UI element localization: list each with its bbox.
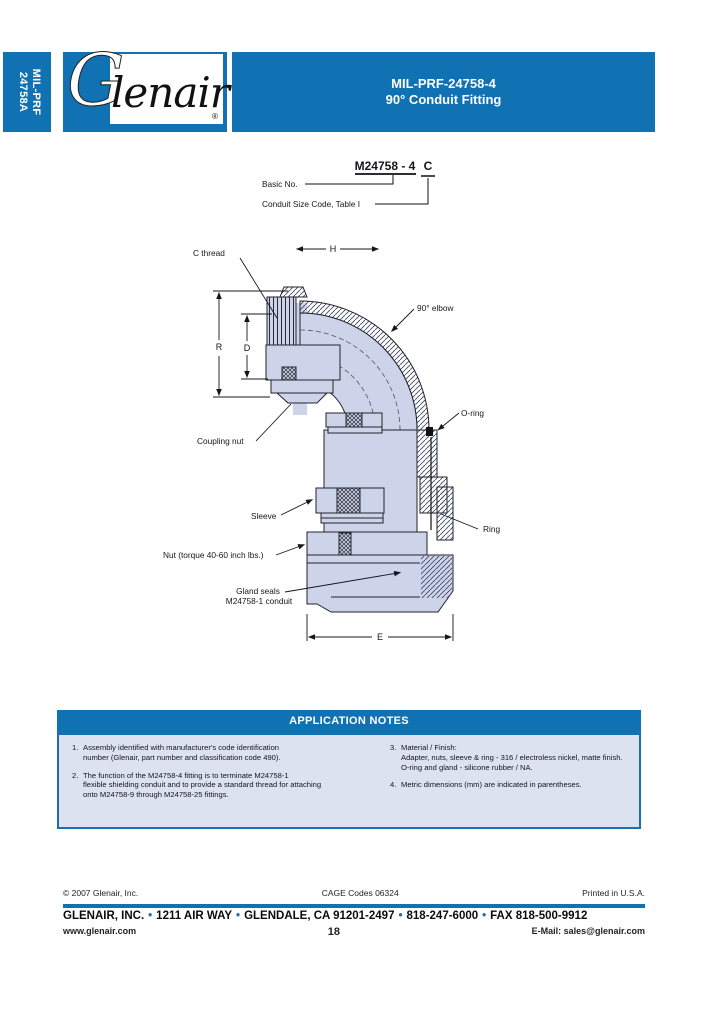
fax: FAX 818-500-9912 <box>490 910 588 922</box>
o-ring-part <box>426 427 433 436</box>
notes-right-column: 3. Material / Finish: Adapter, nuts, sle… <box>390 743 623 790</box>
footer-links-row: www.glenair.com 18 E-Mail: sales@glenair… <box>63 926 645 938</box>
leader-lines <box>239 257 479 593</box>
glenair-logo: G lenair ® <box>63 38 230 132</box>
cage-codes-text: CAGE Codes 06324 <box>321 888 399 898</box>
label-nut-torque: Nut (torque 40-60 inch lbs.) <box>163 550 264 560</box>
note-3-text: Material / Finish: Adapter, nuts, sleeve… <box>401 743 623 772</box>
footer-divider <box>63 904 645 908</box>
registered-mark-icon: ® <box>212 112 218 121</box>
label-coupling-nut: Coupling nut <box>197 436 244 446</box>
bullet-icon: • <box>398 910 403 922</box>
label-gland-conduit: M24758-1 conduit <box>226 596 293 606</box>
note-3-number: 3. <box>390 743 397 752</box>
dim-e: E <box>377 632 383 642</box>
website-link[interactable]: www.glenair.com <box>63 926 137 936</box>
spec-side-tab: MIL-PRF 24758A <box>3 52 51 132</box>
note-3: 3. Material / Finish: Adapter, nuts, sle… <box>390 743 623 772</box>
note-1-number: 1. <box>72 743 79 752</box>
note-2-text: The function of the M24758-4 fitting is … <box>83 770 322 800</box>
page-title-line1: MIL-PRF-24758-4 <box>391 76 496 91</box>
page-title: MIL-PRF-24758-4 90° Conduit Fitting <box>232 52 655 132</box>
label-sleeve: Sleeve <box>251 511 277 521</box>
application-notes-header: APPLICATION NOTES <box>57 710 641 733</box>
ring-part <box>436 486 454 541</box>
note-2-number: 2. <box>72 770 79 780</box>
conduit-size-label: Conduit Size Code, Table I <box>262 199 360 209</box>
side-tab-line1: MIL-PRF <box>30 68 42 116</box>
nut-part <box>306 531 428 556</box>
label-c-thread: C thread <box>193 248 225 258</box>
phone: 818-247-6000 <box>406 910 479 922</box>
dimensions <box>213 246 454 641</box>
logo-white-field <box>110 54 223 124</box>
label-gland-seals: Gland seals <box>236 586 280 596</box>
spec-side-tab-text: MIL-PRF 24758A <box>12 52 42 132</box>
dim-r: R <box>216 342 223 352</box>
note-1: 1. Assembly identified with manufacturer… <box>72 743 321 763</box>
city-state-zip: GLENDALE, CA 91201-2497 <box>244 910 395 922</box>
label-o-ring: O-ring <box>461 408 484 418</box>
bullet-icon: • <box>482 910 487 922</box>
footer-meta-row: © 2007 Glenair, Inc. CAGE Codes 06324 Pr… <box>63 888 645 898</box>
notes-left-column: 1. Assembly identified with manufacturer… <box>72 743 321 800</box>
conduit-fitting-drawing: M24758 - 4 C Basic No. Conduit Size Code… <box>163 159 500 642</box>
sleeve-part <box>315 487 385 524</box>
c-thread-part <box>267 297 296 346</box>
note-2: 2. The function of the M24758-4 fitting … <box>72 771 321 800</box>
street: 1211 AIR WAY <box>156 910 233 922</box>
copyright-text: © 2007 Glenair, Inc. <box>63 888 139 898</box>
part-number-breakdown: M24758 - 4 C Basic No. Conduit Size Code… <box>262 159 435 209</box>
c-thread-cap <box>279 286 308 298</box>
label-ring: Ring <box>483 524 500 534</box>
page-number: 18 <box>327 926 341 938</box>
gland-part <box>306 554 454 613</box>
basic-no-label: Basic No. <box>262 179 298 189</box>
coupling-nut-part <box>265 344 341 404</box>
printed-in-text: Printed in U.S.A. <box>582 888 645 898</box>
side-tab-line2: 24758A <box>17 71 29 113</box>
bullet-icon: • <box>148 910 153 922</box>
logo-script-text: lenair <box>111 68 230 117</box>
size-code-text: C <box>424 159 433 173</box>
note-1-text: Assembly identified with manufacturer's … <box>83 743 281 762</box>
logo-letter-g: G <box>67 38 126 123</box>
note-4-number: 4. <box>390 780 397 790</box>
email-link[interactable]: E-Mail: sales@glenair.com <box>531 926 645 936</box>
company-name: GLENAIR, INC. <box>63 910 145 922</box>
dim-d: D <box>244 343 251 353</box>
note-4-text: Metric dimensions (mm) are indicated in … <box>401 780 582 790</box>
page-title-line2: 90° Conduit Fitting <box>385 92 502 107</box>
footer-address-row: GLENAIR, INC.•1211 AIR WAY•GLENDALE, CA … <box>63 910 645 922</box>
dim-h: H <box>330 244 337 254</box>
application-notes-box: 1. Assembly identified with manufacturer… <box>57 733 641 829</box>
note-4: 4. Metric dimensions (mm) are indicated … <box>390 780 623 790</box>
part-number-text: M24758 - 4 <box>355 159 416 173</box>
label-90-elbow: 90° elbow <box>417 303 455 313</box>
fitting-body <box>265 286 454 613</box>
bullet-icon: • <box>236 910 241 922</box>
